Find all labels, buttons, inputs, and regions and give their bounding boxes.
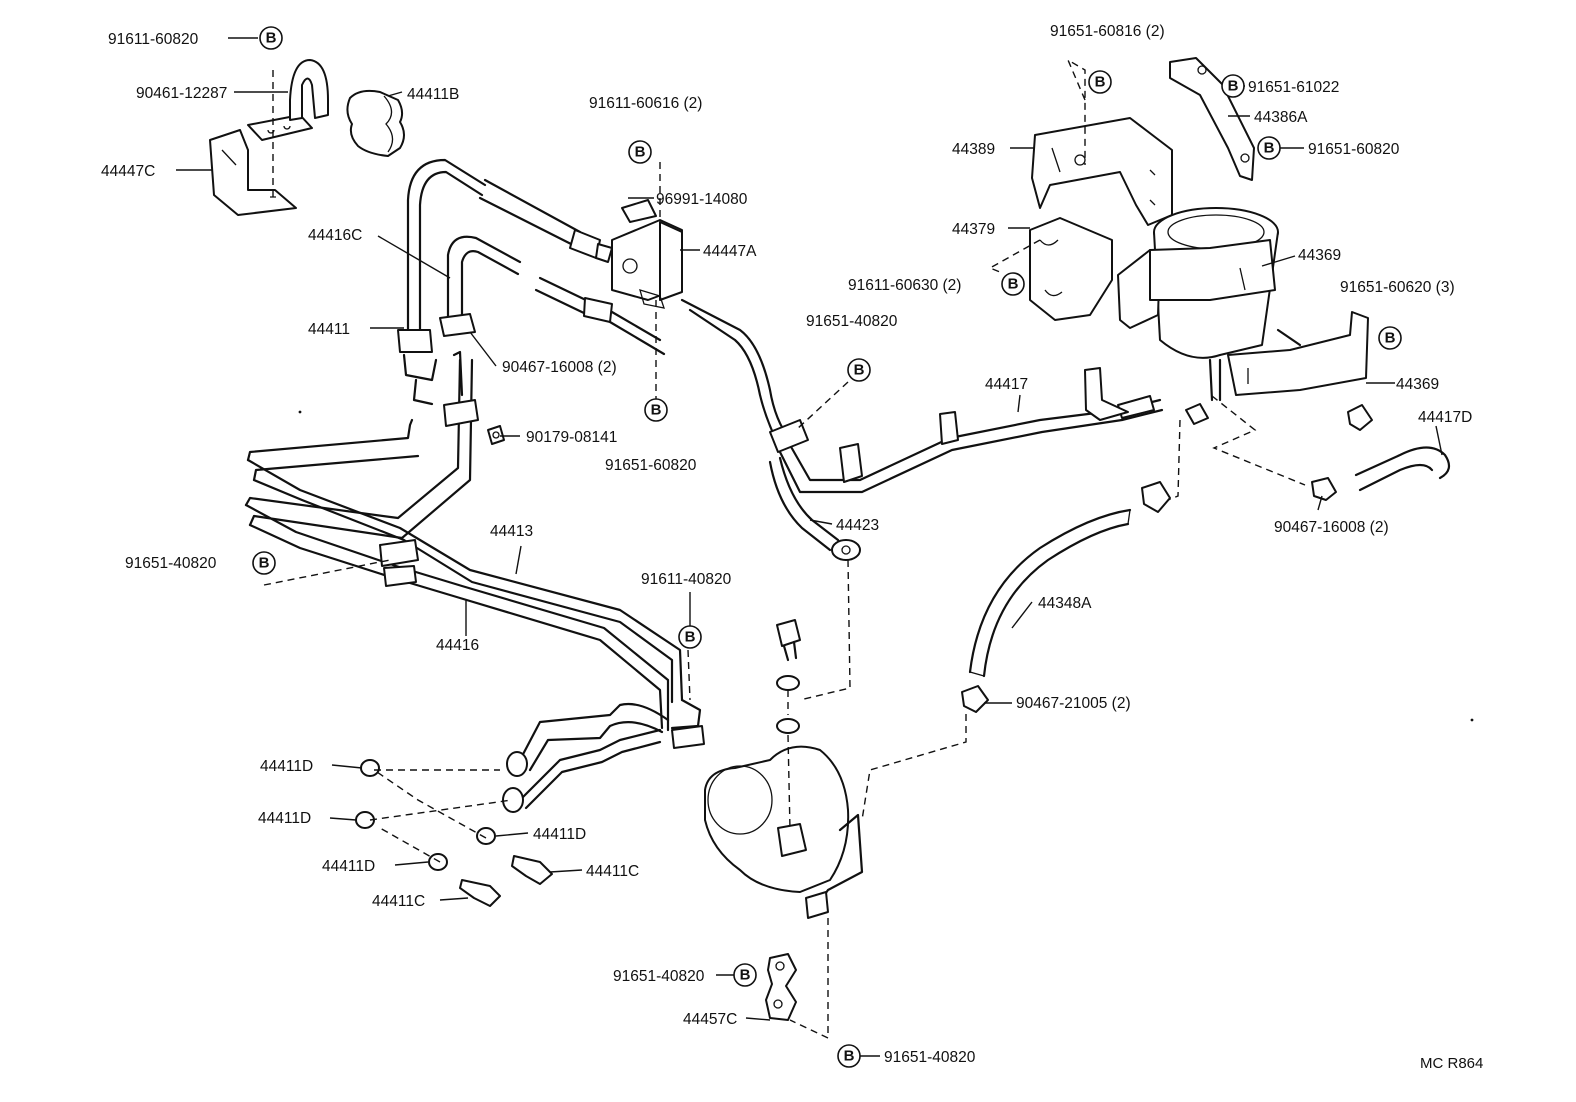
- label-91651-60620: 91651-60620 (3): [1340, 279, 1455, 296]
- label-44423: 44423: [836, 517, 879, 534]
- dashed-assembly-lines: [263, 58, 1306, 1040]
- label-44411c-b: 44411C: [372, 893, 425, 910]
- badge-b-icon: B: [733, 963, 757, 987]
- label-91651-40820-b: 91651-40820: [125, 555, 217, 572]
- label-44411d-d: 44411D: [322, 858, 375, 875]
- hose-44348a: [961, 481, 1171, 713]
- badge-b-icon: B: [1257, 136, 1281, 160]
- label-91651-60820-b: 91651-60820: [1308, 141, 1400, 158]
- label-44369: 44369: [1298, 247, 1341, 264]
- bracket-44389: [1031, 117, 1173, 226]
- svg-text:B: B: [1385, 330, 1396, 347]
- badge-b-icon: B: [252, 551, 276, 575]
- svg-text:B: B: [844, 1048, 855, 1065]
- diagram-code: MC R864: [1420, 1055, 1483, 1072]
- reservoir-44369: [1117, 207, 1369, 402]
- steering-pump: [704, 745, 864, 919]
- label-91611-60630: 91611-60630 (2): [848, 277, 961, 294]
- label-44369-b: 44369: [1396, 376, 1439, 393]
- svg-text:B: B: [854, 362, 865, 379]
- hose-44416c: [439, 235, 666, 356]
- badge-b-icon: B: [1001, 272, 1025, 296]
- specks: [298, 410, 1474, 722]
- bracket-44447c: [209, 129, 297, 216]
- badge-b-icon: B: [837, 1044, 861, 1068]
- label-44411c: 44411C: [586, 863, 639, 880]
- svg-text:B: B: [635, 144, 646, 161]
- svg-text:B: B: [740, 967, 751, 984]
- label-91611-60820: 91611-60820: [108, 31, 199, 48]
- lines-44413-44416: [244, 350, 705, 813]
- label-91651-60820: 91651-60820: [605, 457, 697, 474]
- label-44416c: 44416C: [308, 227, 362, 244]
- label-44389: 44389: [952, 141, 995, 158]
- label-90467-16008-b: 90467-16008 (2): [1274, 519, 1389, 536]
- svg-text:B: B: [685, 629, 696, 646]
- label-44447c: 44447C: [101, 163, 155, 180]
- svg-text:B: B: [1008, 276, 1019, 293]
- label-44447a: 44447A: [703, 243, 757, 260]
- svg-text:B: B: [266, 30, 277, 47]
- label-90467-16008: 90467-16008 (2): [502, 359, 617, 376]
- svg-text:B: B: [1264, 140, 1275, 157]
- label-91611-40820: 91611-40820: [641, 571, 732, 588]
- badges-b: B B B B B B B B B B B B B: [252, 26, 1402, 1068]
- label-44411d: 44411D: [260, 758, 313, 775]
- hose-44417d: [1185, 403, 1451, 501]
- bracket-44457c: [765, 953, 797, 1021]
- pressure-line-44417: [680, 298, 1164, 494]
- badge-b-icon: B: [644, 398, 668, 422]
- hose-44411: [397, 158, 613, 406]
- label-44416: 44416: [436, 637, 479, 654]
- svg-text:B: B: [259, 555, 270, 572]
- badge-b-icon: B: [259, 26, 283, 50]
- badge-b-icon: B: [847, 358, 871, 382]
- label-91651-61022: 91651-61022: [1248, 79, 1339, 96]
- label-44417d: 44417D: [1418, 409, 1472, 426]
- label-91651-40820-d: 91651-40820: [884, 1049, 976, 1066]
- label-91651-60816: 91651-60816 (2): [1050, 23, 1165, 40]
- svg-text:B: B: [651, 402, 662, 419]
- bracket-44386a: [1169, 57, 1255, 181]
- label-44411: 44411: [308, 321, 350, 338]
- badge-b-icon: B: [1088, 70, 1112, 94]
- part-labels: 91611-60820 90461-12287 44411B 44447C 91…: [101, 23, 1472, 1066]
- label-90461-12287: 90461-12287: [136, 85, 227, 102]
- label-91651-40820-c: 91651-40820: [613, 968, 705, 985]
- label-44386a: 44386A: [1254, 109, 1308, 126]
- small-fittings: [355, 425, 553, 907]
- svg-text:B: B: [1228, 78, 1239, 95]
- parts-drawing: [209, 57, 1474, 1021]
- label-44457c: 44457C: [683, 1011, 737, 1028]
- bracket-44447a: [611, 199, 683, 309]
- badge-b-icon: B: [1221, 74, 1245, 98]
- label-96991-14080: 96991-14080: [656, 191, 748, 208]
- label-44411d-c: 44411D: [533, 826, 586, 843]
- clamp-90461-12287: [247, 59, 329, 141]
- label-44379: 44379: [952, 221, 995, 238]
- bracket-44379: [1029, 217, 1113, 321]
- badge-b-icon: B: [1378, 326, 1402, 350]
- label-44411d-b: 44411D: [258, 810, 311, 827]
- label-90467-21005: 90467-21005 (2): [1016, 695, 1131, 712]
- badge-b-icon: B: [628, 140, 652, 164]
- badge-b-icon: B: [678, 625, 702, 649]
- label-91651-40820: 91651-40820: [806, 313, 898, 330]
- label-44413: 44413: [490, 523, 533, 540]
- label-44411b: 44411B: [407, 86, 459, 103]
- label-91611-60616: 91611-60616 (2): [589, 95, 702, 112]
- svg-text:B: B: [1095, 74, 1106, 91]
- bolt-washers: [776, 619, 801, 734]
- label-44417: 44417: [985, 376, 1028, 393]
- label-90179-08141: 90179-08141: [526, 429, 617, 446]
- rubber-44411b: [346, 89, 405, 157]
- label-44348a: 44348A: [1038, 595, 1092, 612]
- leader-lines: [176, 37, 1443, 1057]
